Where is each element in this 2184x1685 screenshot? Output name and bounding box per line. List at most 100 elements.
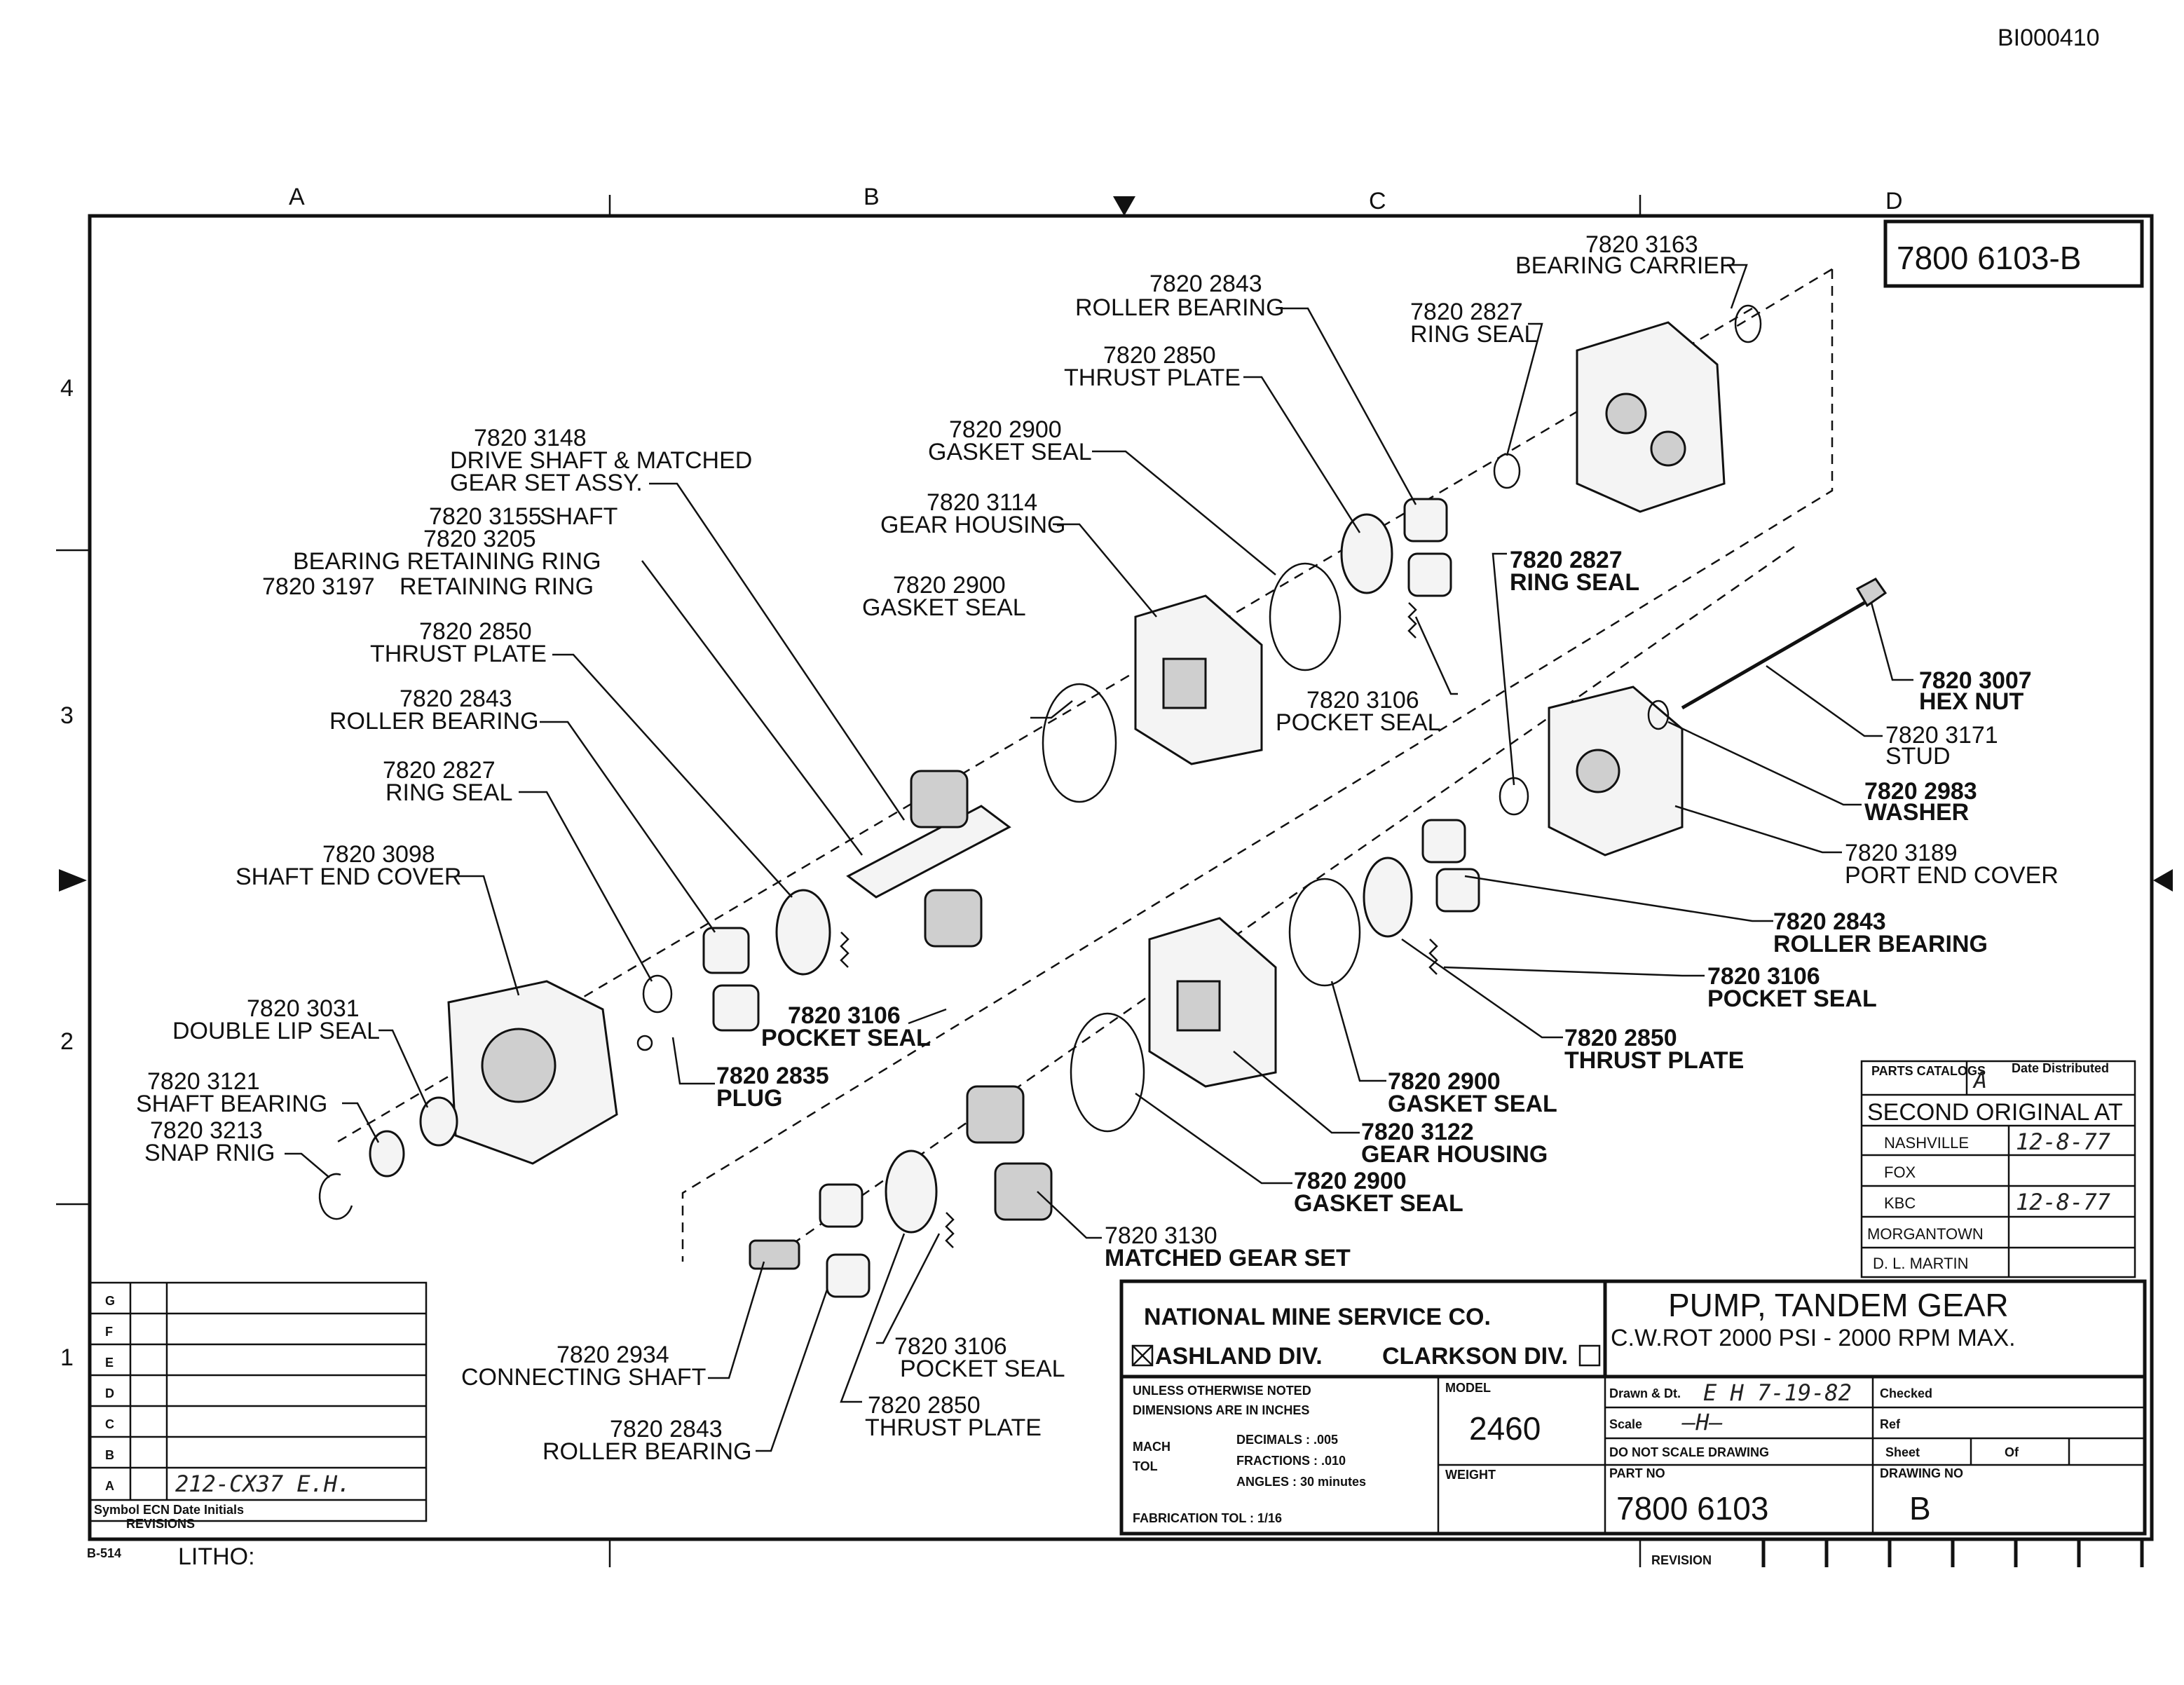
center-mark-icon xyxy=(1113,196,1135,216)
scale-label: Scale xyxy=(1609,1417,1642,1431)
callout-number: 7820 2900 xyxy=(1388,1068,1501,1095)
callout-name: ROLLER BEARING xyxy=(329,708,539,735)
lower-axis xyxy=(756,545,1795,1270)
revision-letter: E xyxy=(105,1356,114,1370)
zone-numbers: 4 3 2 1 xyxy=(56,375,2173,1371)
part-no-label: PART NO xyxy=(1609,1466,1665,1480)
drawing-subtitle: C.W.ROT 2000 PSI - 2000 RPM MAX. xyxy=(1611,1325,2016,1351)
callout-number: 7820 3121 xyxy=(147,1068,260,1095)
checked-label: Checked xyxy=(1880,1386,1932,1400)
scale-value: —H— xyxy=(1681,1409,1723,1435)
callout-number: 7820 3106 xyxy=(1707,963,1820,990)
division-ashland: ASHLAND DIV. xyxy=(1155,1343,1323,1370)
date-distributed-header: Date Distributed xyxy=(2012,1061,2109,1075)
parts-catalogs-mark: A xyxy=(1972,1067,1987,1093)
drawing-number: 7800 6103-B xyxy=(1897,240,2081,276)
unless-noted: UNLESS OTHERWISE NOTED xyxy=(1133,1384,1311,1398)
callout-name: BEARING CARRIER xyxy=(1515,252,1737,279)
catalog-date: 12-8-77 xyxy=(2016,1128,2110,1155)
callout-number: 7820 3106 xyxy=(1306,687,1419,714)
do-not-scale-note: DO NOT SCALE DRAWING xyxy=(1609,1445,1769,1459)
callout-number: 7820 2850 xyxy=(1103,342,1216,369)
callout-number: 7820 3098 xyxy=(322,841,435,868)
division-clarkson: CLARKSON DIV. xyxy=(1382,1343,1568,1370)
revisions-table: G F E D C B A 212-CX37 E.H. Symbol ECN D… xyxy=(88,1281,428,1531)
revisions-columns: Symbol ECN Date Initials xyxy=(94,1503,244,1517)
callout-number: 7820 2850 xyxy=(868,1392,981,1419)
drawn-label: Drawn & Dt. xyxy=(1609,1386,1681,1400)
callout-name: GEAR HOUSING xyxy=(880,512,1065,538)
decimals-tol: DECIMALS : .005 xyxy=(1236,1433,1338,1447)
zone-number: 4 xyxy=(60,375,74,402)
callout-name: POCKET SEAL xyxy=(1707,985,1877,1012)
revision-ticks: REVISION xyxy=(608,1539,2144,1567)
callout-name: POCKET SEAL xyxy=(761,1025,931,1051)
parts-catalogs-header: PARTS CATALOGS xyxy=(1871,1064,1986,1078)
callout-name: STUD xyxy=(1885,743,1951,770)
callout-name: POCKET SEAL xyxy=(900,1356,1065,1382)
callout-number: 7820 3155 xyxy=(429,503,542,530)
zone-number: 1 xyxy=(60,1344,74,1371)
callout-number: 7820 2843 xyxy=(1149,271,1262,297)
catalog-location: NASHVILLE xyxy=(1884,1134,1969,1152)
center-mark-icon xyxy=(59,869,87,892)
callout-number: 7820 2827 xyxy=(383,757,496,784)
callout-number: 7820 3114 xyxy=(927,489,1037,516)
callout-number: 7820 2900 xyxy=(1294,1168,1407,1194)
callout-name: GASKET SEAL xyxy=(862,594,1026,621)
callout-number: 7820 3197 xyxy=(262,573,375,600)
callout-name: THRUST PLATE xyxy=(370,641,547,667)
drawing-no-label: DRAWING NO xyxy=(1880,1466,1963,1480)
revision-letter: G xyxy=(105,1294,115,1308)
fabrication-tol: FABRICATION TOL : 1/16 xyxy=(1133,1511,1282,1525)
weight-label: WEIGHT xyxy=(1445,1468,1496,1482)
callout-name: GASKET SEAL xyxy=(928,439,1092,465)
revision-letter: A xyxy=(105,1479,114,1493)
callout-number: 7820 2850 xyxy=(419,618,532,645)
callout-name: PLUG xyxy=(716,1085,782,1112)
revisions-title: REVISIONS xyxy=(126,1517,195,1531)
callout-number: 7820 3171 xyxy=(1885,722,1998,749)
callout-name: ROLLER BEARING xyxy=(1075,294,1285,321)
callout-name: THRUST PLATE xyxy=(1564,1047,1744,1074)
callout-number: 7820 2983 xyxy=(1864,778,1977,805)
callout-name: GASKET SEAL xyxy=(1294,1190,1463,1217)
zone-letter: C xyxy=(1369,188,1386,214)
callout-name: RING SEAL xyxy=(1510,569,1639,596)
callout-name: WASHER xyxy=(1864,799,1969,826)
callout-number: 7820 3148 xyxy=(474,425,587,451)
callout-name: PORT END COVER xyxy=(1845,862,2059,889)
callout-number: 7820 3106 xyxy=(894,1333,1007,1360)
callout-name: POCKET SEAL xyxy=(1276,709,1441,736)
callout-name: RING SEAL xyxy=(385,779,512,806)
catalog-location: MORGANTOWN xyxy=(1867,1225,1984,1243)
ref-label: Ref xyxy=(1880,1417,1901,1431)
second-original-label: SECOND ORIGINAL AT xyxy=(1867,1099,2123,1126)
callout-number: 7820 3205 xyxy=(423,526,536,552)
form-number: B-514 xyxy=(87,1546,121,1560)
catalog-date: 12-8-77 xyxy=(2016,1189,2110,1215)
callout-number: 7820 3031 xyxy=(247,995,360,1022)
callout-name: SHAFT BEARING xyxy=(136,1091,327,1117)
revision-entry: 212-CX37 E.H. xyxy=(175,1471,350,1497)
callout-number: 7820 2850 xyxy=(1564,1025,1677,1051)
assembly-outline xyxy=(681,269,1834,1262)
callout-name: THRUST PLATE xyxy=(1064,364,1241,391)
callout-name: HEX NUT xyxy=(1919,688,2023,715)
sheet-label: Sheet xyxy=(1885,1445,1920,1459)
callout-name: ROLLER BEARING xyxy=(542,1438,752,1465)
drawing-number-box xyxy=(1883,219,2144,288)
drawing-border xyxy=(88,214,2154,1541)
callout-name: THRUST PLATE xyxy=(865,1414,1042,1441)
callout-name: CONNECTING SHAFT xyxy=(461,1364,706,1391)
mach-label: MACH xyxy=(1133,1440,1171,1454)
model-label: MODEL xyxy=(1445,1381,1491,1395)
callout-name: DOUBLE LIP SEAL xyxy=(172,1018,380,1044)
catalog-location: FOX xyxy=(1884,1164,1916,1181)
callout-number: 7820 2827 xyxy=(1410,299,1523,325)
revision-letter: F xyxy=(105,1325,113,1339)
tol-label: TOL xyxy=(1133,1459,1158,1473)
part-number: 7800 6103 xyxy=(1616,1490,1768,1527)
zone-number: 3 xyxy=(60,702,74,729)
catalog-location: KBC xyxy=(1884,1194,1916,1212)
